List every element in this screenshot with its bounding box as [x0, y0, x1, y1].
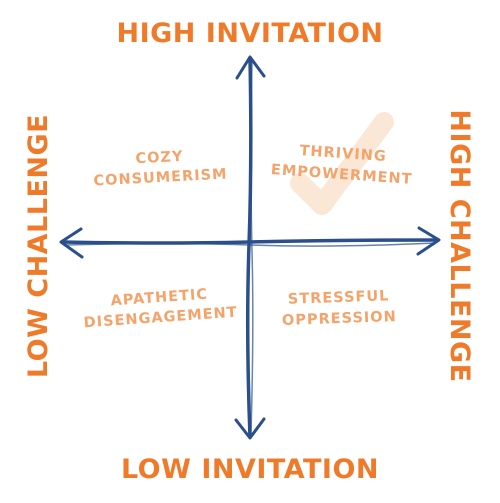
horizontal-axis: [59, 226, 441, 259]
quadrant-top-left: COZY CONSUMERISM: [93, 149, 228, 190]
axis-label-right: HIGH CHALLENGE: [444, 109, 475, 382]
quadrant-label-line: COZY: [135, 149, 184, 167]
axis-label-top: HIGH INVITATION: [116, 18, 383, 49]
quadrant-label-line: DISENGAGEMENT: [83, 305, 238, 332]
quadrant-label-line: THRIVING: [299, 143, 387, 165]
quadrant-label-line: STRESSFUL: [288, 288, 390, 308]
quadrant-label-line: CONSUMERISM: [93, 166, 228, 189]
arrow-up-icon: [235, 55, 266, 80]
axis-label-bottom: LOW INVITATION: [121, 454, 379, 485]
checkmark-icon: [290, 112, 394, 215]
arrow-right-icon: [416, 226, 441, 256]
arrow-down-icon: [234, 417, 266, 440]
vertical-axis: [234, 55, 266, 440]
quadrant-label-line: OPPRESSION: [282, 309, 397, 329]
axis-label-left: LOW CHALLENGE: [23, 114, 54, 378]
arrow-left-icon: [59, 227, 84, 259]
quadrant-bottom-right: STRESSFUL OPPRESSION: [282, 288, 397, 329]
quadrant-bottom-left: APATHETIC DISENGAGEMENT: [83, 287, 238, 332]
quadrant-label-line: APATHETIC: [110, 287, 208, 310]
